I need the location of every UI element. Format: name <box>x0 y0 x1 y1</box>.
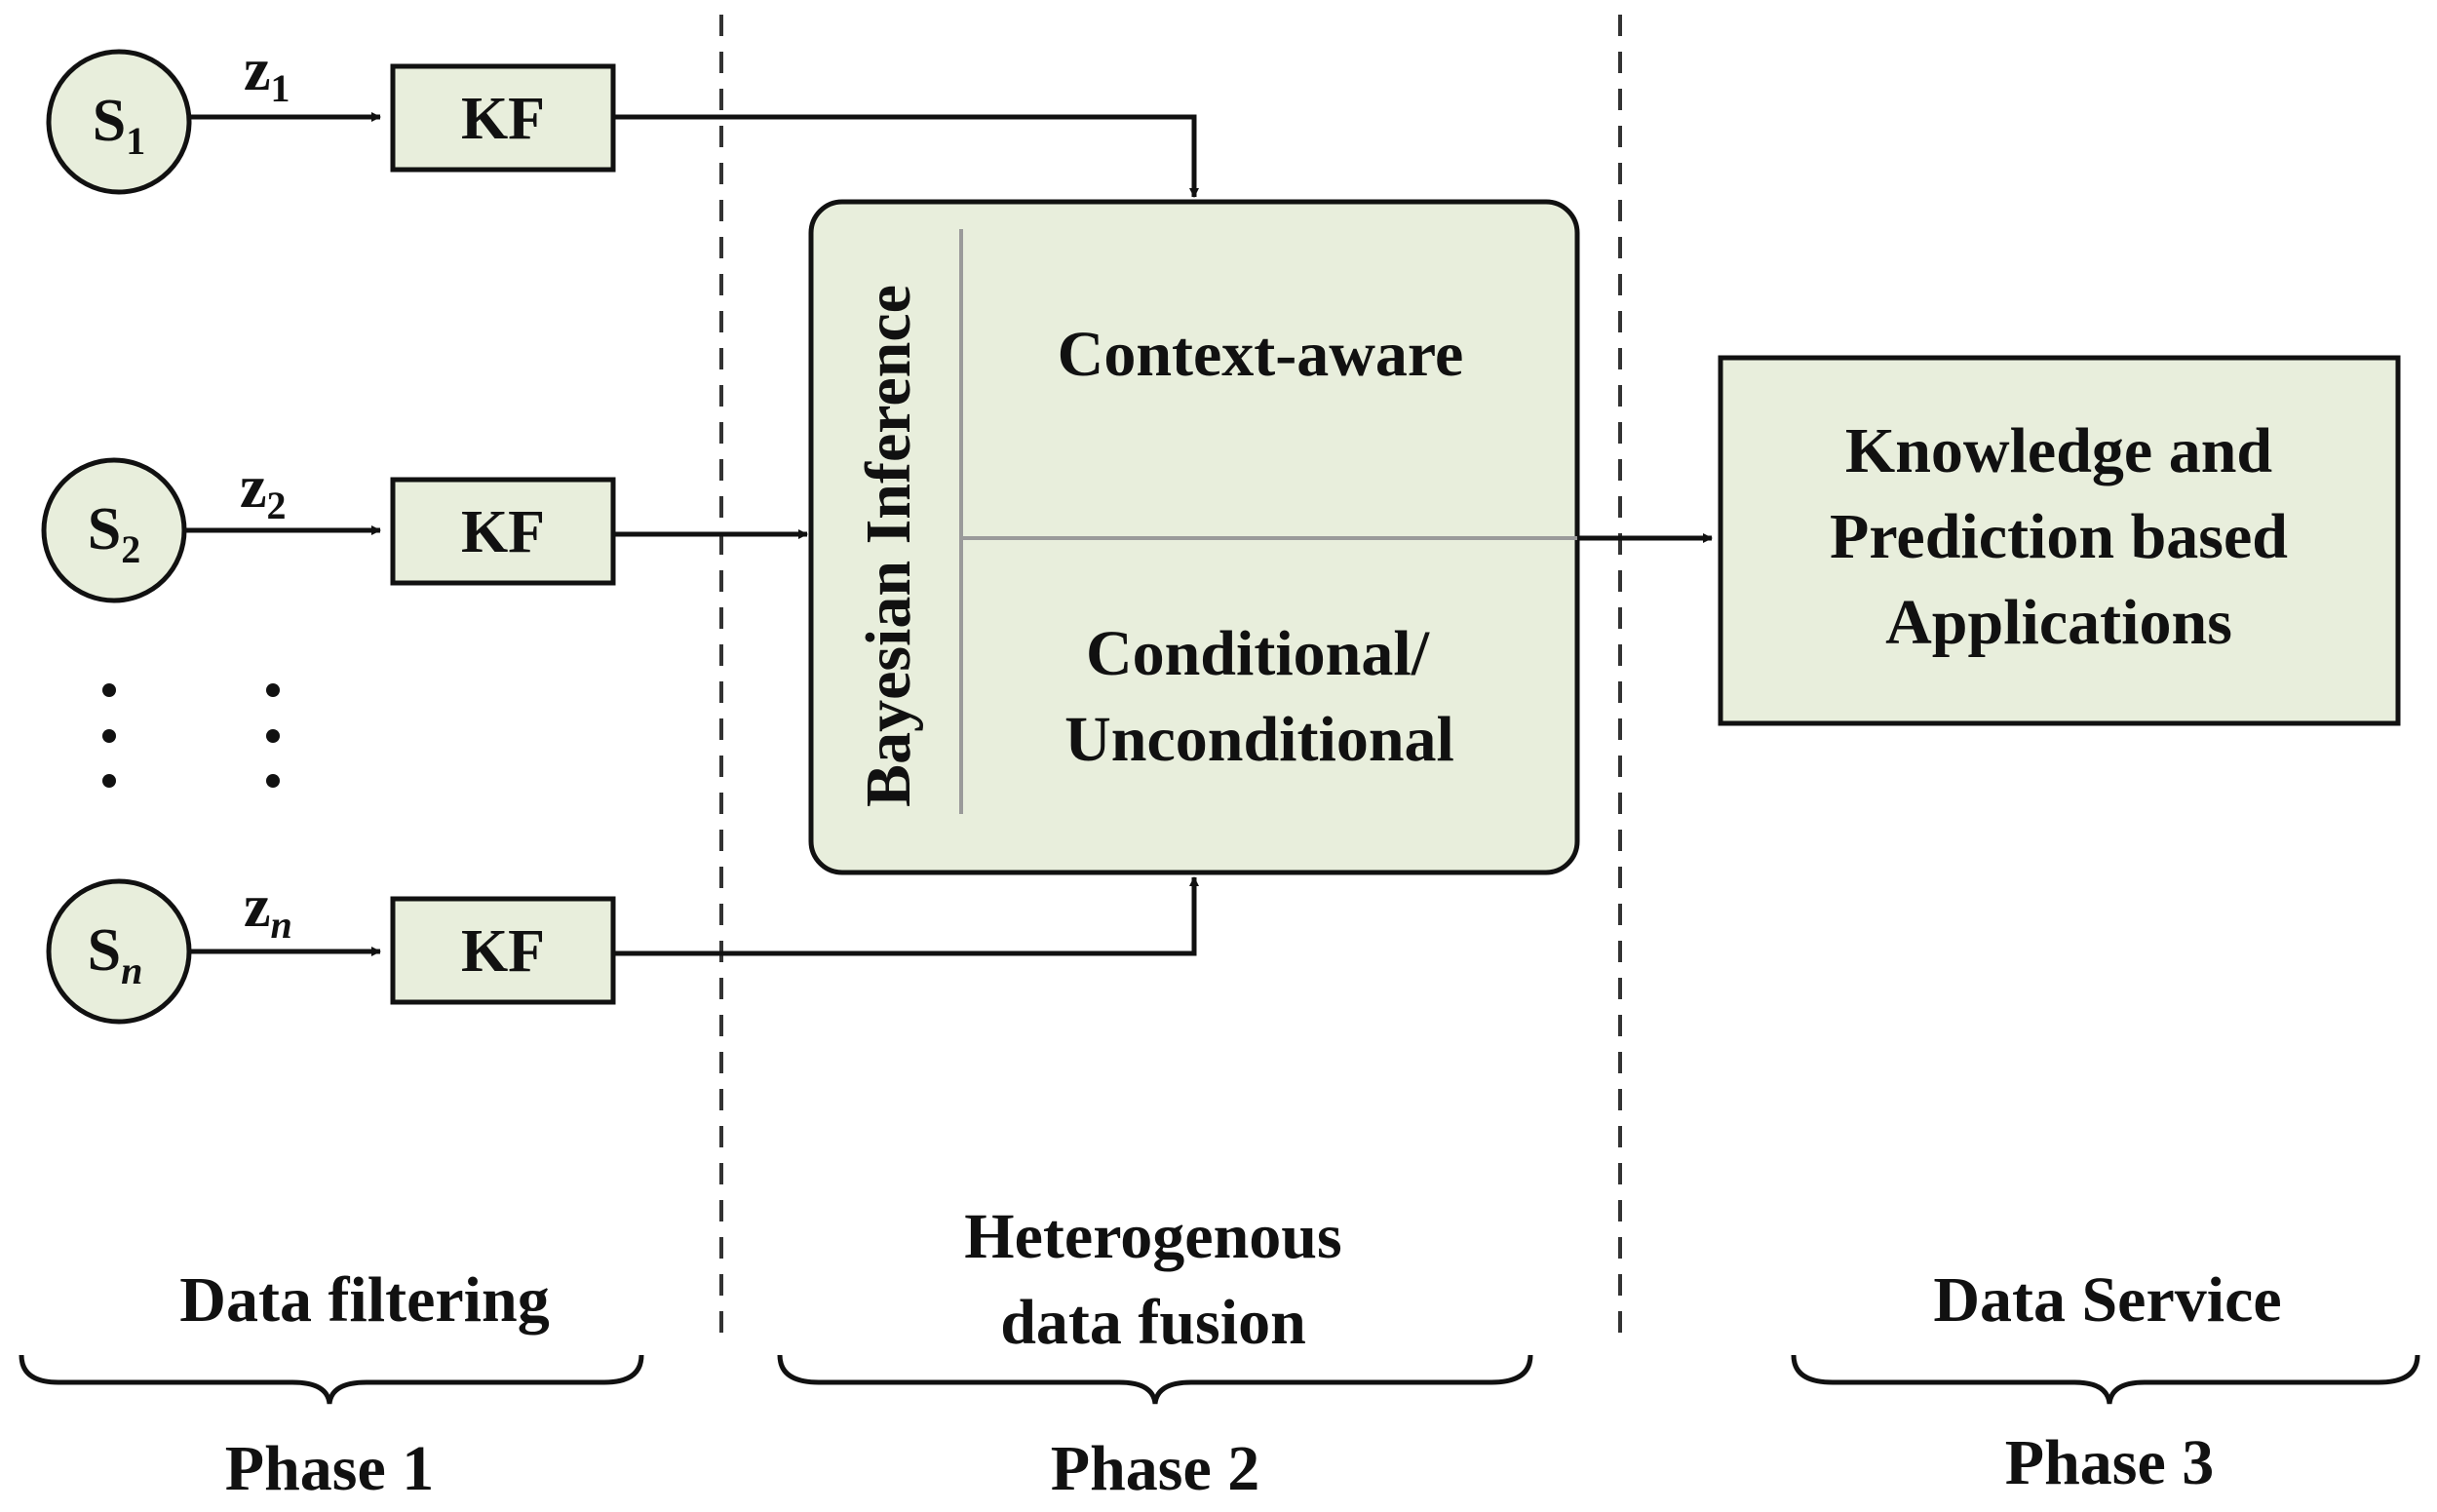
sensor-node-1 <box>46 49 192 195</box>
phase-1-brace <box>19 1354 644 1405</box>
sensor-row-1: S1 z1 KF <box>46 37 1199 198</box>
sensor-sub-2: 2 <box>121 527 140 571</box>
svg-text:z2: z2 <box>240 454 287 527</box>
measurement-label-2: z <box>240 454 267 521</box>
measurement-sub-n: n <box>271 903 292 947</box>
service-line-1: Knowledge and <box>1845 415 2272 486</box>
sensor-sub-n: n <box>121 949 142 992</box>
svg-text:zn: zn <box>244 873 292 947</box>
sensor-row-2: S2 z2 KF <box>41 454 808 603</box>
fusion-block: Bayesian Inference Context-aware Conditi… <box>808 199 1580 875</box>
kf-box-1 <box>390 63 616 173</box>
phase-2-group: Heterogenous data fusion Phase 2 <box>777 1201 1533 1504</box>
phase-2-title-line-2: data fusion <box>1000 1287 1306 1358</box>
measurement-sub-1: 1 <box>271 66 290 110</box>
unconditional-label: Unconditional <box>1064 704 1454 775</box>
measurement-sub-2: 2 <box>267 484 287 527</box>
sensor-label-2: S <box>88 496 121 562</box>
phase-2-title-line-1: Heterogenous <box>964 1201 1341 1272</box>
kf-to-fusion-arrow-n <box>613 876 1199 956</box>
kf-label-1: KF <box>461 86 545 152</box>
phase-1-group: Data filtering Phase 1 <box>19 1264 644 1504</box>
sensor-label-n: S <box>88 917 121 984</box>
sensor-sub-1: 1 <box>126 119 145 163</box>
phase-3-group: Data Service Phase 3 <box>1791 1264 2420 1498</box>
service-block: Knowledge and Prediction based Applicati… <box>1718 355 2401 726</box>
sensor-label-1: S <box>93 88 126 154</box>
kf-label-n: KF <box>461 918 545 985</box>
sensor-row-n: Sn zn KF <box>46 873 1199 1025</box>
service-line-3: Applications <box>1885 587 2232 658</box>
phase-3-title: Data Service <box>1933 1264 2281 1336</box>
measurement-label-n: z <box>244 873 271 940</box>
bayesian-inference-label: Bayesian Inference <box>853 285 924 807</box>
ellipsis-dots <box>102 683 280 788</box>
kf-to-fusion-arrow-1 <box>613 114 1199 198</box>
phase-2-brace <box>777 1354 1533 1405</box>
kf-box-2 <box>390 477 616 586</box>
svg-text:S2: S2 <box>88 496 140 571</box>
phase-1-title: Data filtering <box>179 1264 549 1336</box>
phase-3-label: Phase 3 <box>2005 1427 2215 1498</box>
svg-text:S1: S1 <box>93 88 145 163</box>
context-aware-label: Context-aware <box>1058 319 1464 390</box>
kf-label-2: KF <box>461 499 545 565</box>
phase-3-brace <box>1791 1354 2420 1405</box>
conditional-label: Conditional/ <box>1086 618 1431 689</box>
service-box <box>1718 355 2401 726</box>
svg-text:Sn: Sn <box>88 917 143 992</box>
measurement-label-1: z <box>244 37 271 103</box>
svg-text:z1: z1 <box>244 37 290 110</box>
phase-2-label: Phase 2 <box>1051 1433 1260 1504</box>
service-line-2: Prediction based <box>1830 501 2288 572</box>
kf-box-n <box>390 896 616 1005</box>
phase-1-label: Phase 1 <box>225 1433 435 1504</box>
